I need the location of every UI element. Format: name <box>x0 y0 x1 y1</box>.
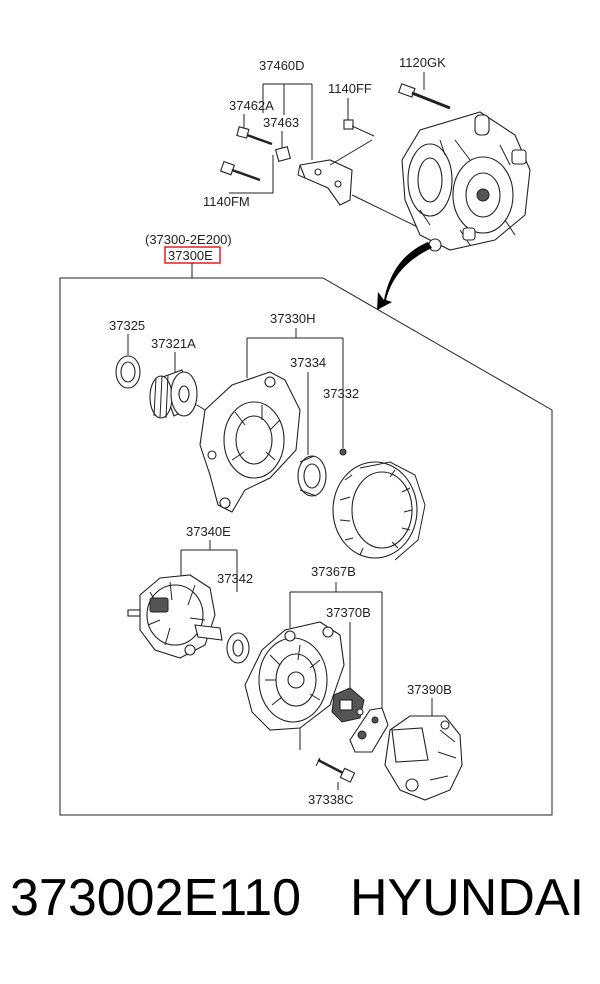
part-number-text: 373002E110 <box>10 869 302 927</box>
rectifier-icon <box>349 707 389 753</box>
nut-37463-icon <box>274 145 292 163</box>
bearing-37342-icon <box>226 632 250 664</box>
label-37390B: 37390B <box>407 682 452 697</box>
bolt-1120GK-icon <box>398 83 451 110</box>
label-1140FF: 1140FF <box>328 81 372 96</box>
label-37463: 37463 <box>263 115 299 130</box>
label-37462A: 37462A <box>229 98 274 113</box>
bolt-37338C-icon <box>315 757 356 783</box>
leader-37367B <box>289 582 383 708</box>
regulator-37370B-icon <box>331 687 365 723</box>
rear-housing-37367B-icon <box>244 621 345 731</box>
alternator-assembly-icon <box>401 111 531 252</box>
rotor-section: 37340E 37342 <box>127 524 253 664</box>
label-1140FM: 1140FM <box>203 194 250 209</box>
label-37338C: 37338C <box>308 792 354 807</box>
bolt-1140FM-icon <box>219 160 261 182</box>
bolt-1140FF-icon <box>343 119 375 137</box>
rear-section: 37367B 37370B 37390B 37338C <box>244 564 463 807</box>
assembly-alt-label: (37300-2E200) <box>145 232 232 247</box>
bracket-37460D-icon <box>297 159 353 206</box>
label-37370B: 37370B <box>326 605 371 620</box>
label-37334: 37334 <box>290 355 326 370</box>
label-37340E: 37340E <box>186 524 231 539</box>
exploded-view-frame <box>59 277 553 816</box>
leader-37330H <box>246 328 344 448</box>
label-37325: 37325 <box>109 318 145 333</box>
leader-37338C <box>299 728 339 790</box>
leader-1140FM <box>229 155 274 194</box>
label-37321A: 37321A <box>151 336 196 351</box>
pulley-37321A-icon <box>149 369 219 419</box>
bolt-37462A-icon <box>236 126 273 146</box>
label-1120GK: 1120GK <box>399 55 446 70</box>
pointer-arrow-icon <box>377 242 432 310</box>
leader-37460D <box>262 83 313 160</box>
bearing-37334-icon <box>297 455 327 497</box>
product-caption: 373002E110 HYUNDAI <box>0 868 600 948</box>
rotor-37340E-icon <box>127 574 223 659</box>
rear-cover-37390B-icon <box>384 715 463 801</box>
front-section: 37325 37330H 37321A 37334 37332 <box>109 311 426 561</box>
leader-37340E <box>180 540 238 592</box>
front-housing-37330H-icon <box>199 371 301 513</box>
label-37332: 37332 <box>323 386 359 401</box>
assembly-label: 37300E <box>168 248 213 263</box>
label-37330H: 37330H <box>270 311 316 326</box>
label-37460D: 37460D <box>259 58 305 73</box>
bracket-group: 37460D 1120GK 37462A 1140FF 37463 1140FM <box>203 55 531 310</box>
screw-37332-icon <box>339 448 347 456</box>
stator-icon <box>332 461 426 561</box>
label-37367B: 37367B <box>311 564 356 579</box>
label-37342: 37342 <box>217 571 253 586</box>
brand-text: HYUNDAI <box>350 869 585 927</box>
spacer-ring-37325-icon <box>115 355 141 389</box>
